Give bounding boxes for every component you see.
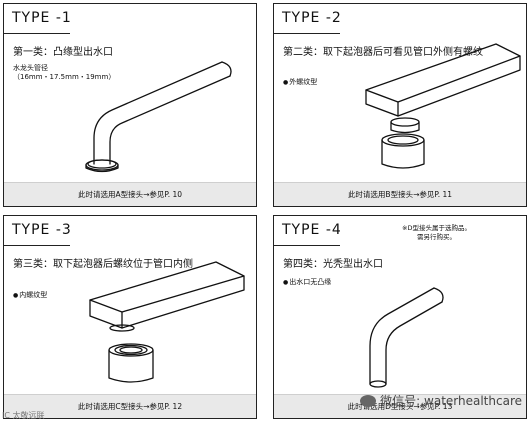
optional-part-note: ※D型接头属于选购品。 需另行购买。 bbox=[402, 224, 471, 242]
wechat-icon bbox=[360, 394, 377, 407]
wechat-id-text: 微信号: waterhealthcare bbox=[380, 394, 522, 408]
note-text: 外螺纹型 bbox=[289, 78, 318, 86]
type-label: TYPE -1 bbox=[12, 10, 72, 26]
category-heading: 第一类：凸缘型出水口 bbox=[13, 47, 113, 58]
type-label: TYPE -2 bbox=[282, 10, 342, 26]
category-heading: 第三类：取下起泡器后螺纹位于管口内侧 bbox=[13, 259, 193, 270]
bullet-icon: ● bbox=[283, 79, 289, 86]
category-heading: 第四类：光秃型出水口 bbox=[283, 259, 383, 270]
note-line: 需另行购买。 bbox=[416, 233, 456, 241]
wechat-watermark: 微信号: waterhealthcare bbox=[360, 392, 522, 409]
type-label: TYPE -3 bbox=[12, 222, 72, 238]
external-thread-faucet-illustration bbox=[365, 43, 521, 169]
note-line: （16mm・17.5mm・19mm） bbox=[13, 73, 116, 81]
note: 水龙头管径 （16mm・17.5mm・19mm） bbox=[13, 64, 115, 82]
type-label: TYPE -4 bbox=[282, 222, 342, 238]
note-line: ※D型接头属于选购品。 bbox=[402, 224, 471, 232]
bullet-icon: ● bbox=[13, 292, 19, 299]
note: ●出水口无凸缘 bbox=[283, 278, 331, 287]
footer: 此时请选用B型接头→参见P. 11 bbox=[274, 182, 526, 206]
note-text: 出水口无凸缘 bbox=[289, 278, 332, 286]
type-4-panel: TYPE -4 ※D型接头属于选购品。 需另行购买。 第四类：光秃型出水口 ●出… bbox=[273, 215, 527, 419]
type-underline bbox=[4, 33, 70, 34]
internal-thread-faucet-illustration bbox=[89, 261, 245, 383]
type-underline bbox=[274, 33, 340, 34]
type-3-panel: TYPE -3 第三类：取下起泡器后螺纹位于管口内侧 ●内螺纹型 此时请选用C型… bbox=[3, 215, 257, 419]
plain-spout-faucet-illustration bbox=[369, 287, 444, 388]
type-underline bbox=[4, 245, 70, 246]
type-2-panel: TYPE -2 第二类：取下起泡器后可看见管口外侧有螺纹 ●外螺纹型 此时请选用… bbox=[273, 3, 527, 207]
type-underline bbox=[274, 245, 340, 246]
note: ●外螺纹型 bbox=[283, 78, 317, 87]
footer: 此时请选用A型接头→参见P. 10 bbox=[4, 182, 256, 206]
note-line: 水龙头管径 bbox=[13, 64, 48, 72]
footer: 此时请选用D型接头→参见P. 13 bbox=[274, 394, 526, 418]
note-text: 内螺纹型 bbox=[19, 291, 48, 299]
bullet-icon: ● bbox=[283, 279, 289, 286]
category-heading: 第二类：取下起泡器后可看见管口外侧有螺纹 bbox=[283, 47, 483, 58]
footer: 此时请选用C型接头→参见P. 12 bbox=[4, 394, 256, 418]
note: ●内螺纹型 bbox=[13, 291, 47, 300]
flanged-faucet-illustration bbox=[85, 61, 232, 173]
type-1-panel: TYPE -1 第一类：凸缘型出水口 水龙头管径 （16mm・17.5mm・19… bbox=[3, 3, 257, 207]
watermark-left: IC 太敬远联 bbox=[2, 411, 45, 420]
